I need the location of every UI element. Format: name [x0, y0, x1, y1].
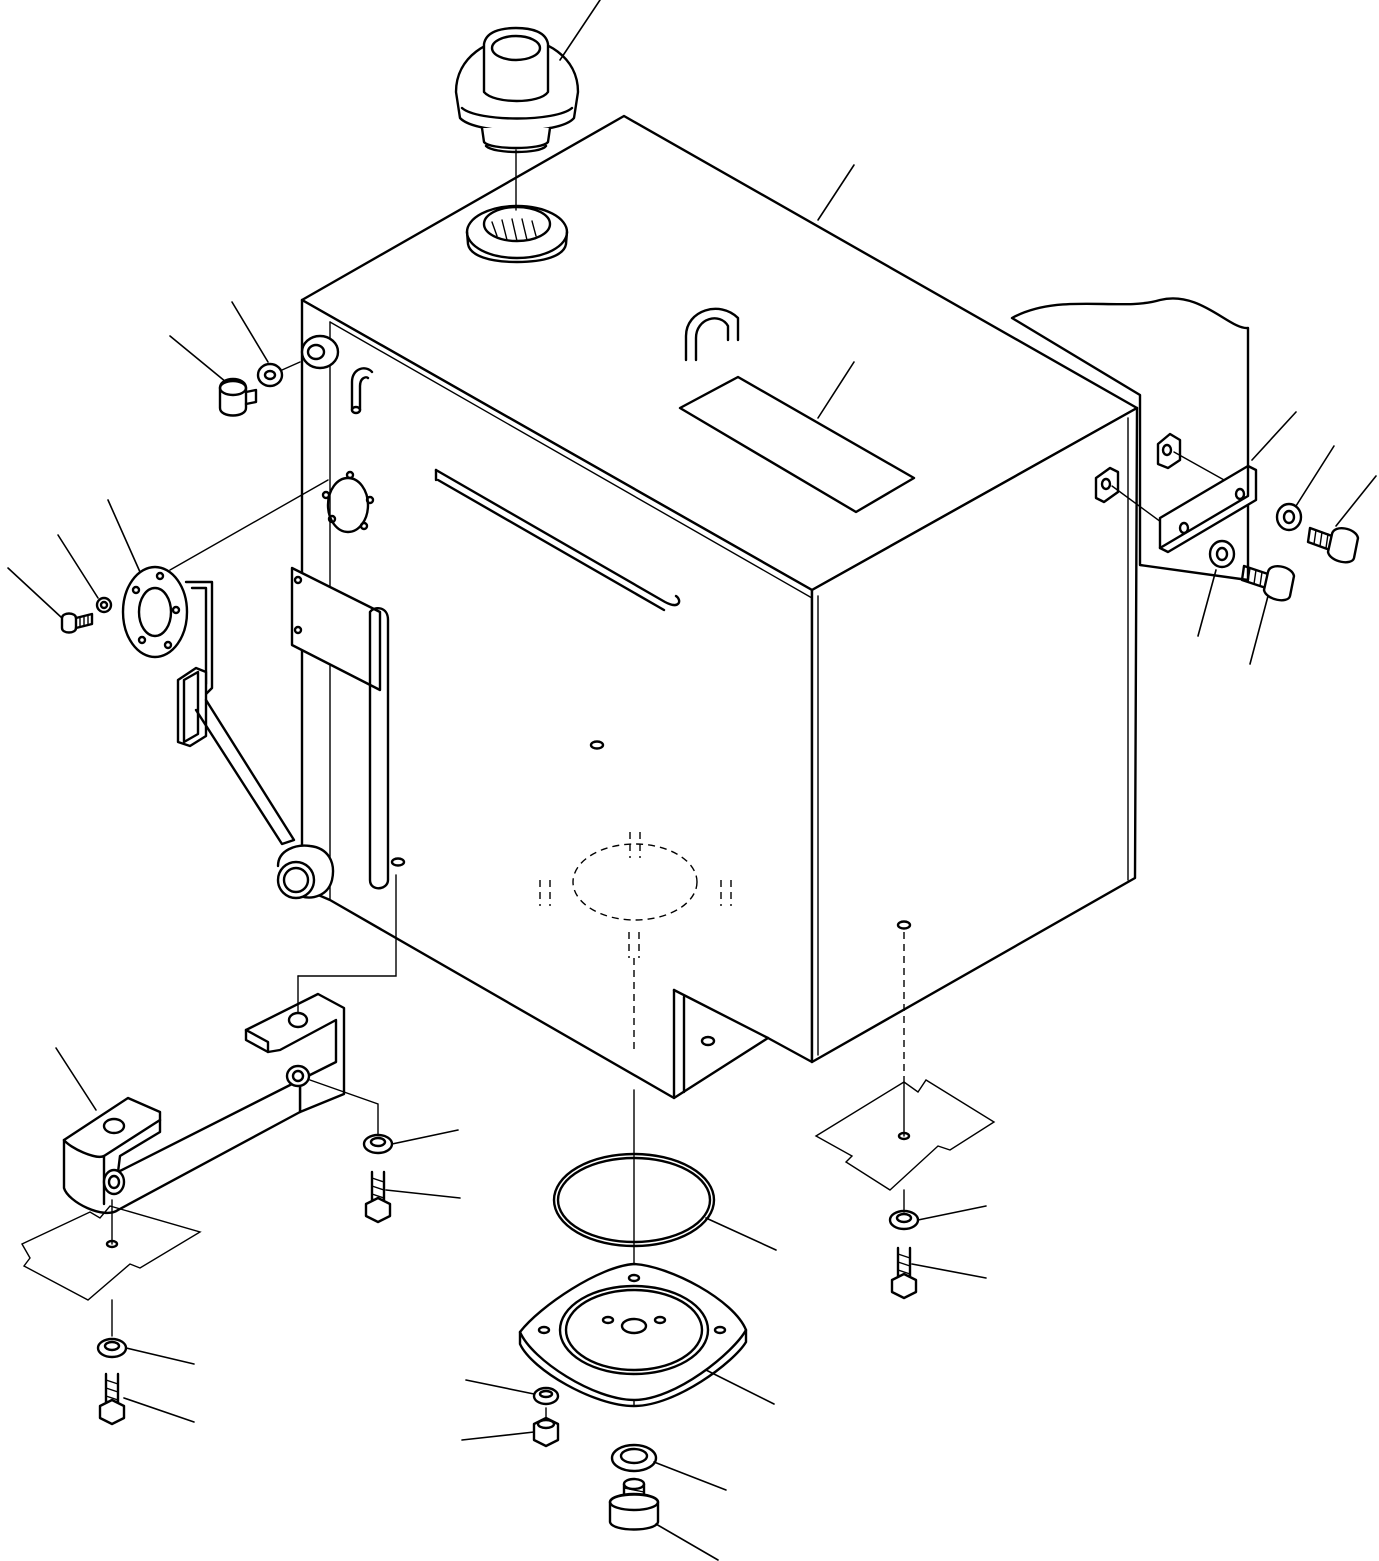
tank-leader-line — [817, 164, 855, 221]
level-gauge-opening — [321, 470, 375, 534]
breather-plug — [169, 335, 301, 417]
mounting-washer — [96, 1129, 987, 1406]
o-ring — [552, 1152, 777, 1251]
side-bar-handle — [434, 468, 681, 612]
plug-washer — [231, 301, 284, 388]
flange-washer — [57, 534, 113, 614]
tank-body — [300, 114, 1250, 1100]
mounting-bracket-left — [55, 874, 397, 1215]
flange-screw — [7, 567, 94, 634]
mounting-bracket-right — [1158, 411, 1297, 554]
filler-neck — [465, 204, 569, 264]
drain-plug — [608, 1477, 719, 1561]
guard-plate — [290, 566, 390, 890]
level-sender-float — [176, 580, 335, 900]
bracket-nut-chassis — [1156, 432, 1243, 491]
cover-plate — [518, 1262, 775, 1408]
nut — [461, 1407, 560, 1448]
lifting-handle — [684, 307, 740, 362]
drain-plug-washer — [610, 1443, 727, 1491]
bracket-bolt — [1240, 475, 1377, 665]
mounting-bolt — [98, 1170, 987, 1426]
frame-plate-right — [814, 932, 996, 1213]
level-gauge-flange — [107, 479, 329, 659]
bracket-washer — [1197, 445, 1335, 637]
plug-boss — [300, 334, 340, 370]
frame-plate-left — [21, 1199, 202, 1337]
label-plate — [678, 361, 916, 514]
vent-pipe — [350, 367, 374, 415]
filler-cap — [454, 0, 601, 211]
